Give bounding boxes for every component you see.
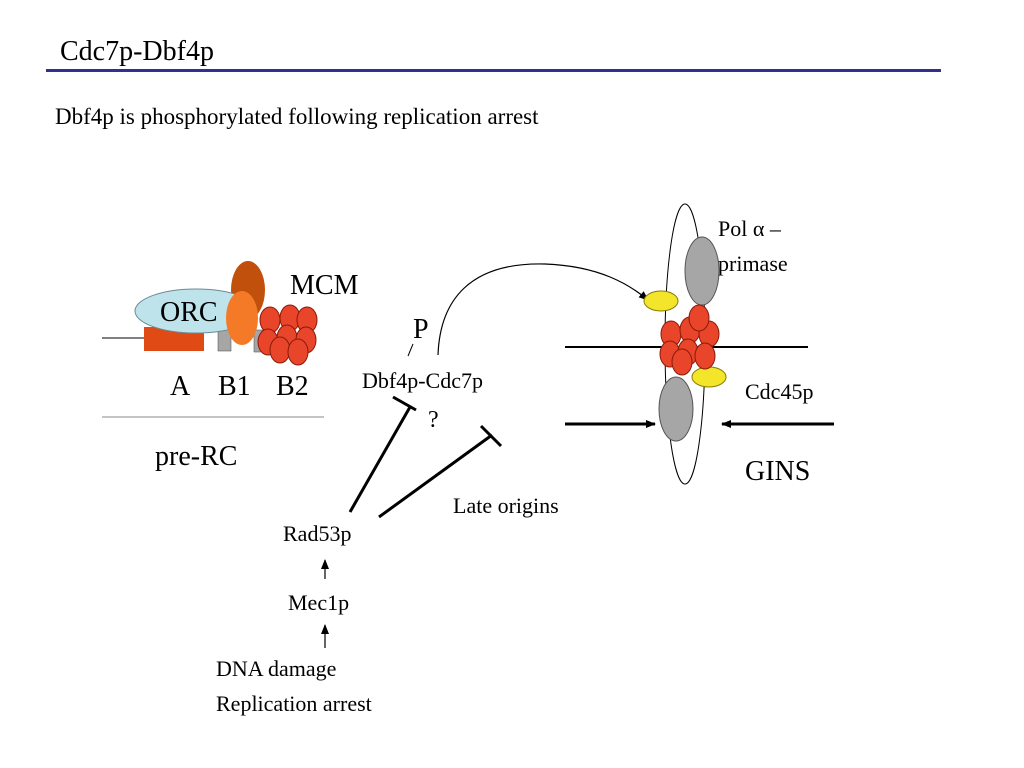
inhibition-bar [392,395,417,412]
gins-label: GINS [745,456,810,487]
a-element-label: A [170,371,191,402]
slide-subtitle: Dbf4p is phosphorylated following replic… [55,104,539,129]
rad53-inhibits-late-origins-line [378,433,493,519]
rad53-inhibits-kinase-line [348,406,412,513]
primase-label: primase [718,251,788,276]
mcm-helicase-active [659,304,720,376]
replication-arrest-label: Replication arrest [216,691,372,716]
title-underline [46,69,941,72]
pol-alpha-primase [684,236,720,306]
mec1-label: Mec1p [288,590,349,615]
phospho-tick [407,343,414,357]
cdc45-top [643,290,679,312]
replication-fork: Pol α – primase Cdc45p GINS [565,203,834,487]
cdc6-subunit [226,291,258,345]
mcm-subunit [269,336,291,364]
gins-subunit [658,376,694,442]
dna-damage-label: DNA damage [216,656,336,681]
mcm-subunit [694,342,716,370]
b1-element-label: B1 [218,371,251,402]
rad53-label: Rad53p [283,521,351,546]
orc-label: ORC [160,297,218,328]
activation-arrow [437,263,649,356]
cdc45-label: Cdc45p [745,379,813,404]
mcm-label: MCM [290,270,359,301]
question-mark: ? [428,407,439,433]
slide-title: Cdc7p-Dbf4p [60,36,214,67]
cdc45-bottom [691,366,727,388]
dbf4-cdc7-label: Dbf4p-Cdc7p [362,368,483,393]
mcm-subunit [287,338,309,366]
mcm-helicase [257,304,318,366]
pre-rc-complex: ORC MCM A B1 B2 pre-RC [102,261,359,472]
pre-rc-caption: pre-RC [155,441,237,472]
b2-element-label: B2 [276,371,309,402]
mcm-subunit [688,304,710,332]
late-origins-label: Late origins [453,493,559,518]
phospho-label: P [413,314,429,345]
mcm-subunit [671,348,693,376]
inhibition-bar [479,424,503,448]
pol-alpha-label: Pol α – [718,216,782,241]
kinase-regulation: P Dbf4p-Cdc7p ? Late origins Rad53p Mec1… [216,263,649,716]
